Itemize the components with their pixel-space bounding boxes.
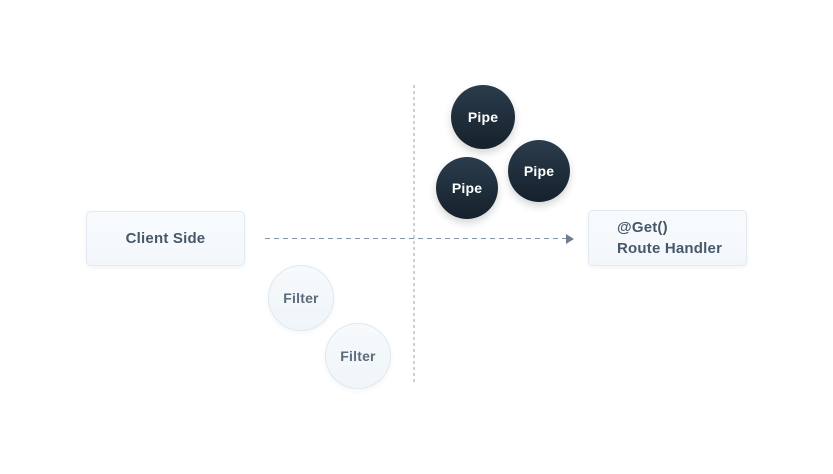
pipe-node: Pipe: [436, 157, 498, 219]
filter-node: Filter: [325, 323, 391, 389]
client-side-label: Client Side: [125, 230, 206, 247]
pipe-node: Pipe: [508, 140, 570, 202]
pipe-label: Pipe: [467, 109, 499, 125]
filter-node: Filter: [268, 265, 334, 331]
route-handler-node: @Get() Route Handler: [588, 210, 747, 266]
route-handler-label: Route Handler: [617, 240, 723, 257]
client-side-node: Client Side: [86, 211, 245, 266]
request-flow-dashed-arrow: [265, 238, 566, 239]
route-handler-decorator-label: @Get(): [617, 219, 668, 236]
pipe-label: Pipe: [451, 180, 483, 196]
vertical-dashed-guide-line: [413, 85, 415, 385]
filter-label: Filter: [283, 290, 319, 306]
pipe-node: Pipe: [451, 85, 515, 149]
filter-label: Filter: [340, 348, 376, 364]
pipe-label: Pipe: [523, 163, 555, 179]
arrow-head-icon: [566, 233, 574, 244]
